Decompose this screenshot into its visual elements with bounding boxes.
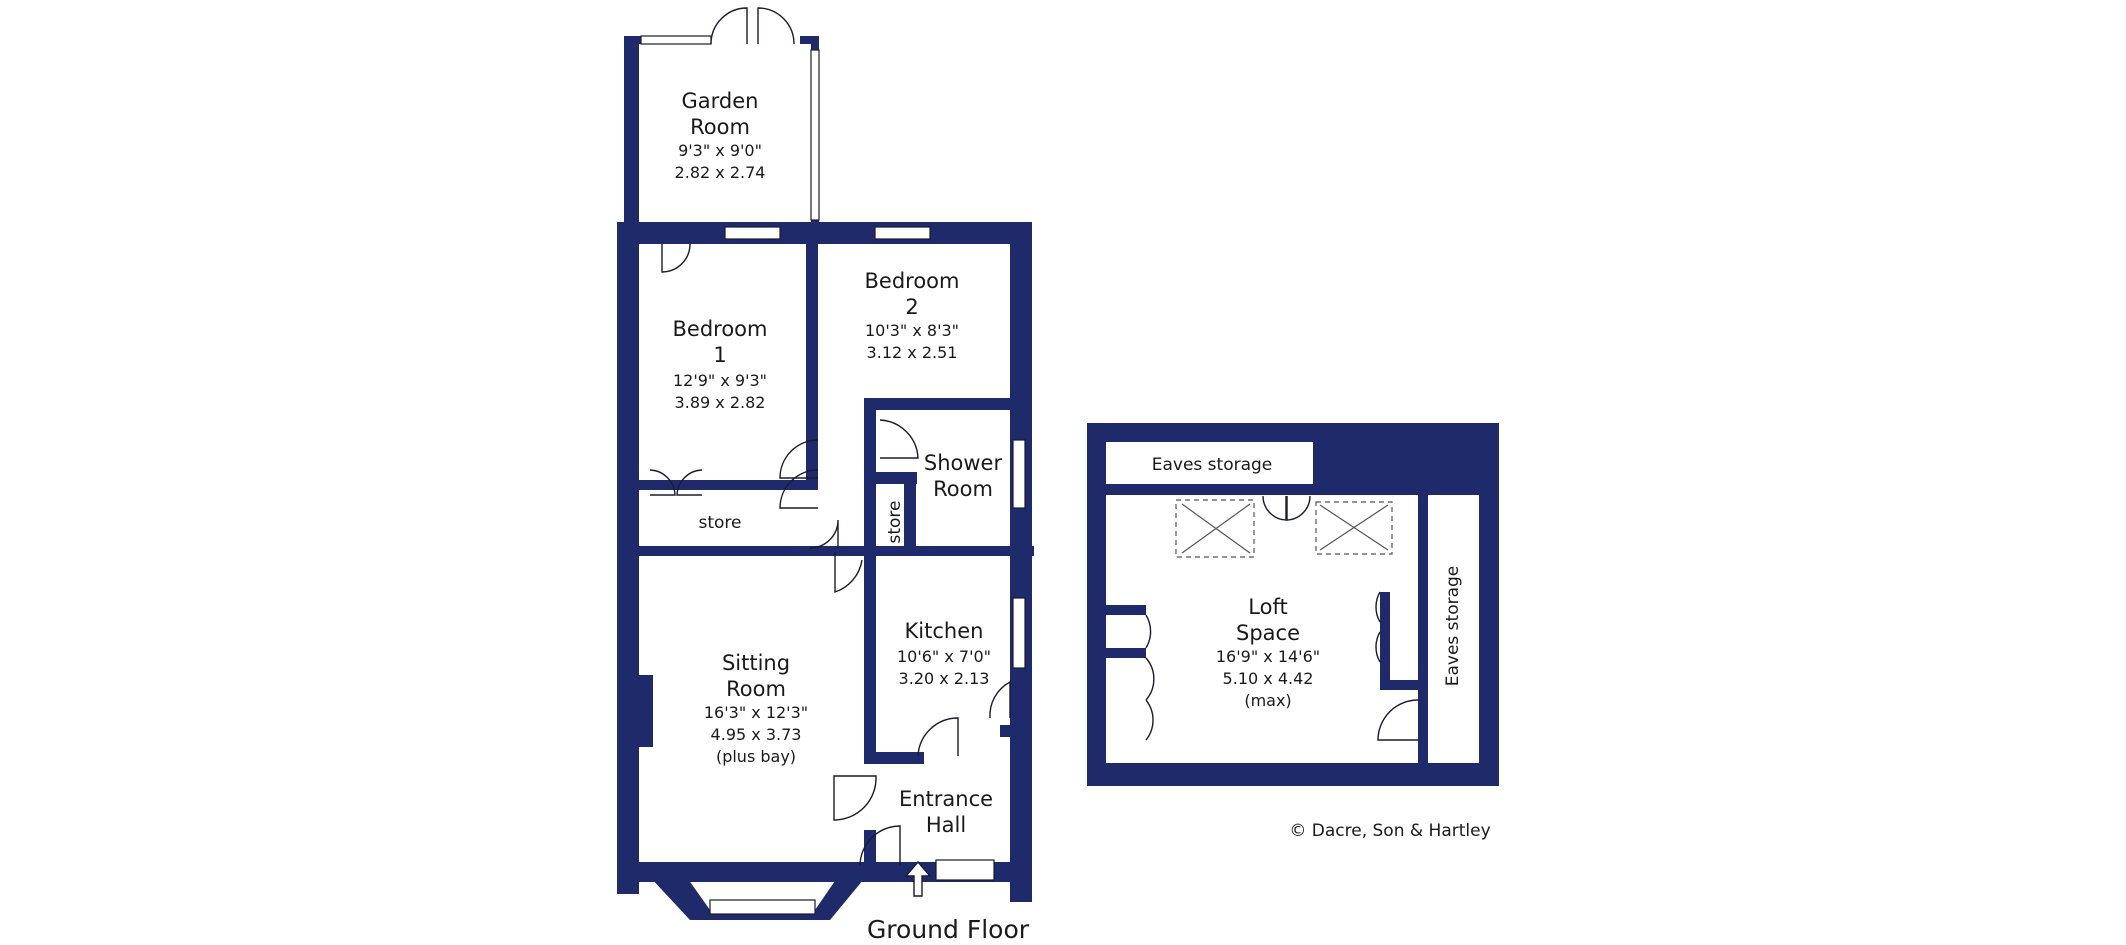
eaves-storage-top-label: Eaves storage xyxy=(1152,455,1273,475)
sitting-room-dim-metric: 4.95 x 3.73 xyxy=(711,725,802,744)
entrance-hall-name-1: Entrance xyxy=(899,787,993,811)
kitchen-label: Kitchen 10'6" x 7'0" 3.20 x 2.13 xyxy=(897,619,991,688)
bedroom-2-name-2: 2 xyxy=(905,295,918,319)
ground-floor-plan xyxy=(617,7,1034,920)
bedroom-2-name-1: Bedroom xyxy=(865,269,960,293)
kitchen-name: Kitchen xyxy=(905,619,984,643)
sitting-room-dim-imperial: 16'3" x 12'3" xyxy=(704,703,808,722)
sitting-room-note: (plus bay) xyxy=(716,747,796,766)
eaves-storage-side-label: Eaves storage xyxy=(1443,566,1463,687)
garden-room-dim-metric: 2.82 x 2.74 xyxy=(675,163,766,182)
shower-room-name-2: Room xyxy=(933,477,993,501)
kitchen-dim-imperial: 10'6" x 7'0" xyxy=(897,647,991,666)
bedroom-1-dim-imperial: 12'9" x 9'3" xyxy=(673,371,767,390)
sitting-room-name-2: Room xyxy=(726,677,786,701)
garden-room-label: Garden Room 9'3" x 9'0" 2.82 x 2.74 xyxy=(675,89,766,182)
store-2-label: store xyxy=(885,501,905,544)
kitchen-dim-metric: 3.20 x 2.13 xyxy=(899,669,990,688)
bedroom-1-dim-metric: 3.89 x 2.82 xyxy=(675,393,766,412)
loft-space-name-2: Space xyxy=(1236,621,1300,645)
sitting-room-name-1: Sitting xyxy=(722,651,790,675)
bedroom-1-name-2: 1 xyxy=(713,343,726,367)
sitting-room-label: Sitting Room 16'3" x 12'3" 4.95 x 3.73 (… xyxy=(704,651,808,766)
copyright-text: © Dacre, Son & Hartley xyxy=(1289,821,1490,841)
bedroom-2-label: Bedroom 2 10'3" x 8'3" 3.12 x 2.51 xyxy=(865,269,960,362)
loft-plan xyxy=(1087,423,1499,786)
shower-room-label: Shower Room xyxy=(924,451,1003,501)
garden-room-name-2: Room xyxy=(690,115,750,139)
bedroom-1-label: Bedroom 1 12'9" x 9'3" 3.89 x 2.82 xyxy=(673,317,768,412)
entrance-hall-name-2: Hall xyxy=(926,813,966,837)
bedroom-1-name-1: Bedroom xyxy=(673,317,768,341)
entrance-hall-label: Entrance Hall xyxy=(899,787,993,837)
shower-room-name-1: Shower xyxy=(924,451,1003,475)
up-arrow-icon xyxy=(904,860,932,897)
bedroom-2-dim-imperial: 10'3" x 8'3" xyxy=(865,321,959,340)
loft-space-label: Loft Space 16'9" x 14'6" 5.10 x 4.42 (ma… xyxy=(1216,595,1320,710)
store-label: store xyxy=(699,513,742,533)
garden-room-name-1: Garden xyxy=(682,89,759,113)
loft-space-dim-metric: 5.10 x 4.42 xyxy=(1223,669,1314,688)
garden-room-dim-imperial: 9'3" x 9'0" xyxy=(678,141,762,160)
ground-floor-title: Ground Floor xyxy=(867,915,1030,944)
loft-space-name-1: Loft xyxy=(1248,595,1287,619)
loft-space-note: (max) xyxy=(1244,691,1291,710)
bedroom-2-dim-metric: 3.12 x 2.51 xyxy=(867,343,958,362)
loft-space-dim-imperial: 16'9" x 14'6" xyxy=(1216,647,1320,666)
